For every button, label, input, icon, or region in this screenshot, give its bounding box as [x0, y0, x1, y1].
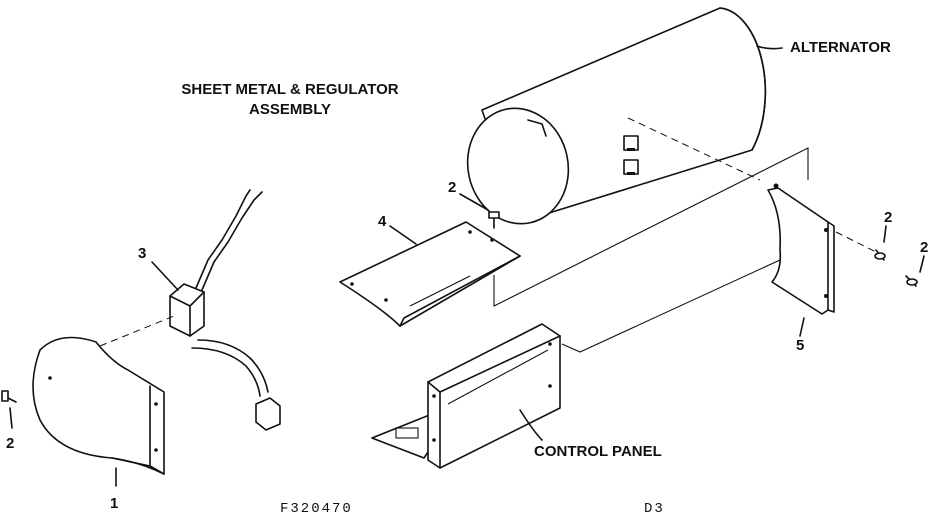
control-panel-leader — [519, 409, 543, 441]
bolt-top — [488, 211, 500, 229]
part-4-plate — [339, 221, 521, 327]
bolt-left — [1, 390, 17, 403]
bolt-right-a-label: 2 — [884, 209, 892, 226]
bolt-right-b-leader — [919, 255, 925, 273]
control-panel-part — [371, 323, 561, 469]
title-line-1: SHEET METAL & REGULATOR — [181, 81, 398, 98]
part-3-leader — [151, 261, 179, 291]
control-panel-label: CONTROL PANEL — [534, 443, 662, 460]
alternator-label: ALTERNATOR — [790, 39, 891, 56]
alternator-leader — [756, 45, 783, 50]
title-line-2: ASSEMBLY — [249, 101, 331, 118]
alignment-line-bolt — [835, 231, 877, 253]
bolt-right-b-label: 2 — [920, 239, 928, 256]
alignment-line-alternator — [627, 117, 761, 181]
part-5-bracket — [767, 183, 835, 315]
alignment-line-regulator — [99, 315, 175, 347]
part-4-leader — [389, 225, 417, 245]
frame-outline-upper — [493, 147, 809, 307]
part-3-regulator — [169, 189, 281, 431]
bolt-right-a — [874, 249, 886, 261]
alternator-part — [466, 7, 767, 225]
part-3-label: 3 — [138, 245, 146, 262]
part-5-label: 5 — [796, 337, 804, 354]
part-4-label: 4 — [378, 213, 387, 230]
bolt-top-label: 2 — [448, 179, 456, 196]
bolt-top-leader — [459, 193, 489, 211]
part-1-cover — [32, 336, 165, 475]
bolt-right-b — [905, 275, 918, 287]
part-1-label: 1 — [110, 495, 118, 512]
bolt-left-leader — [9, 407, 13, 429]
bolt-right-a-leader — [883, 225, 887, 243]
part-5-leader — [799, 317, 805, 337]
figure-code: F320470 — [280, 501, 353, 516]
bolt-left-label: 2 — [6, 435, 14, 452]
page-code: D3 — [644, 501, 665, 516]
